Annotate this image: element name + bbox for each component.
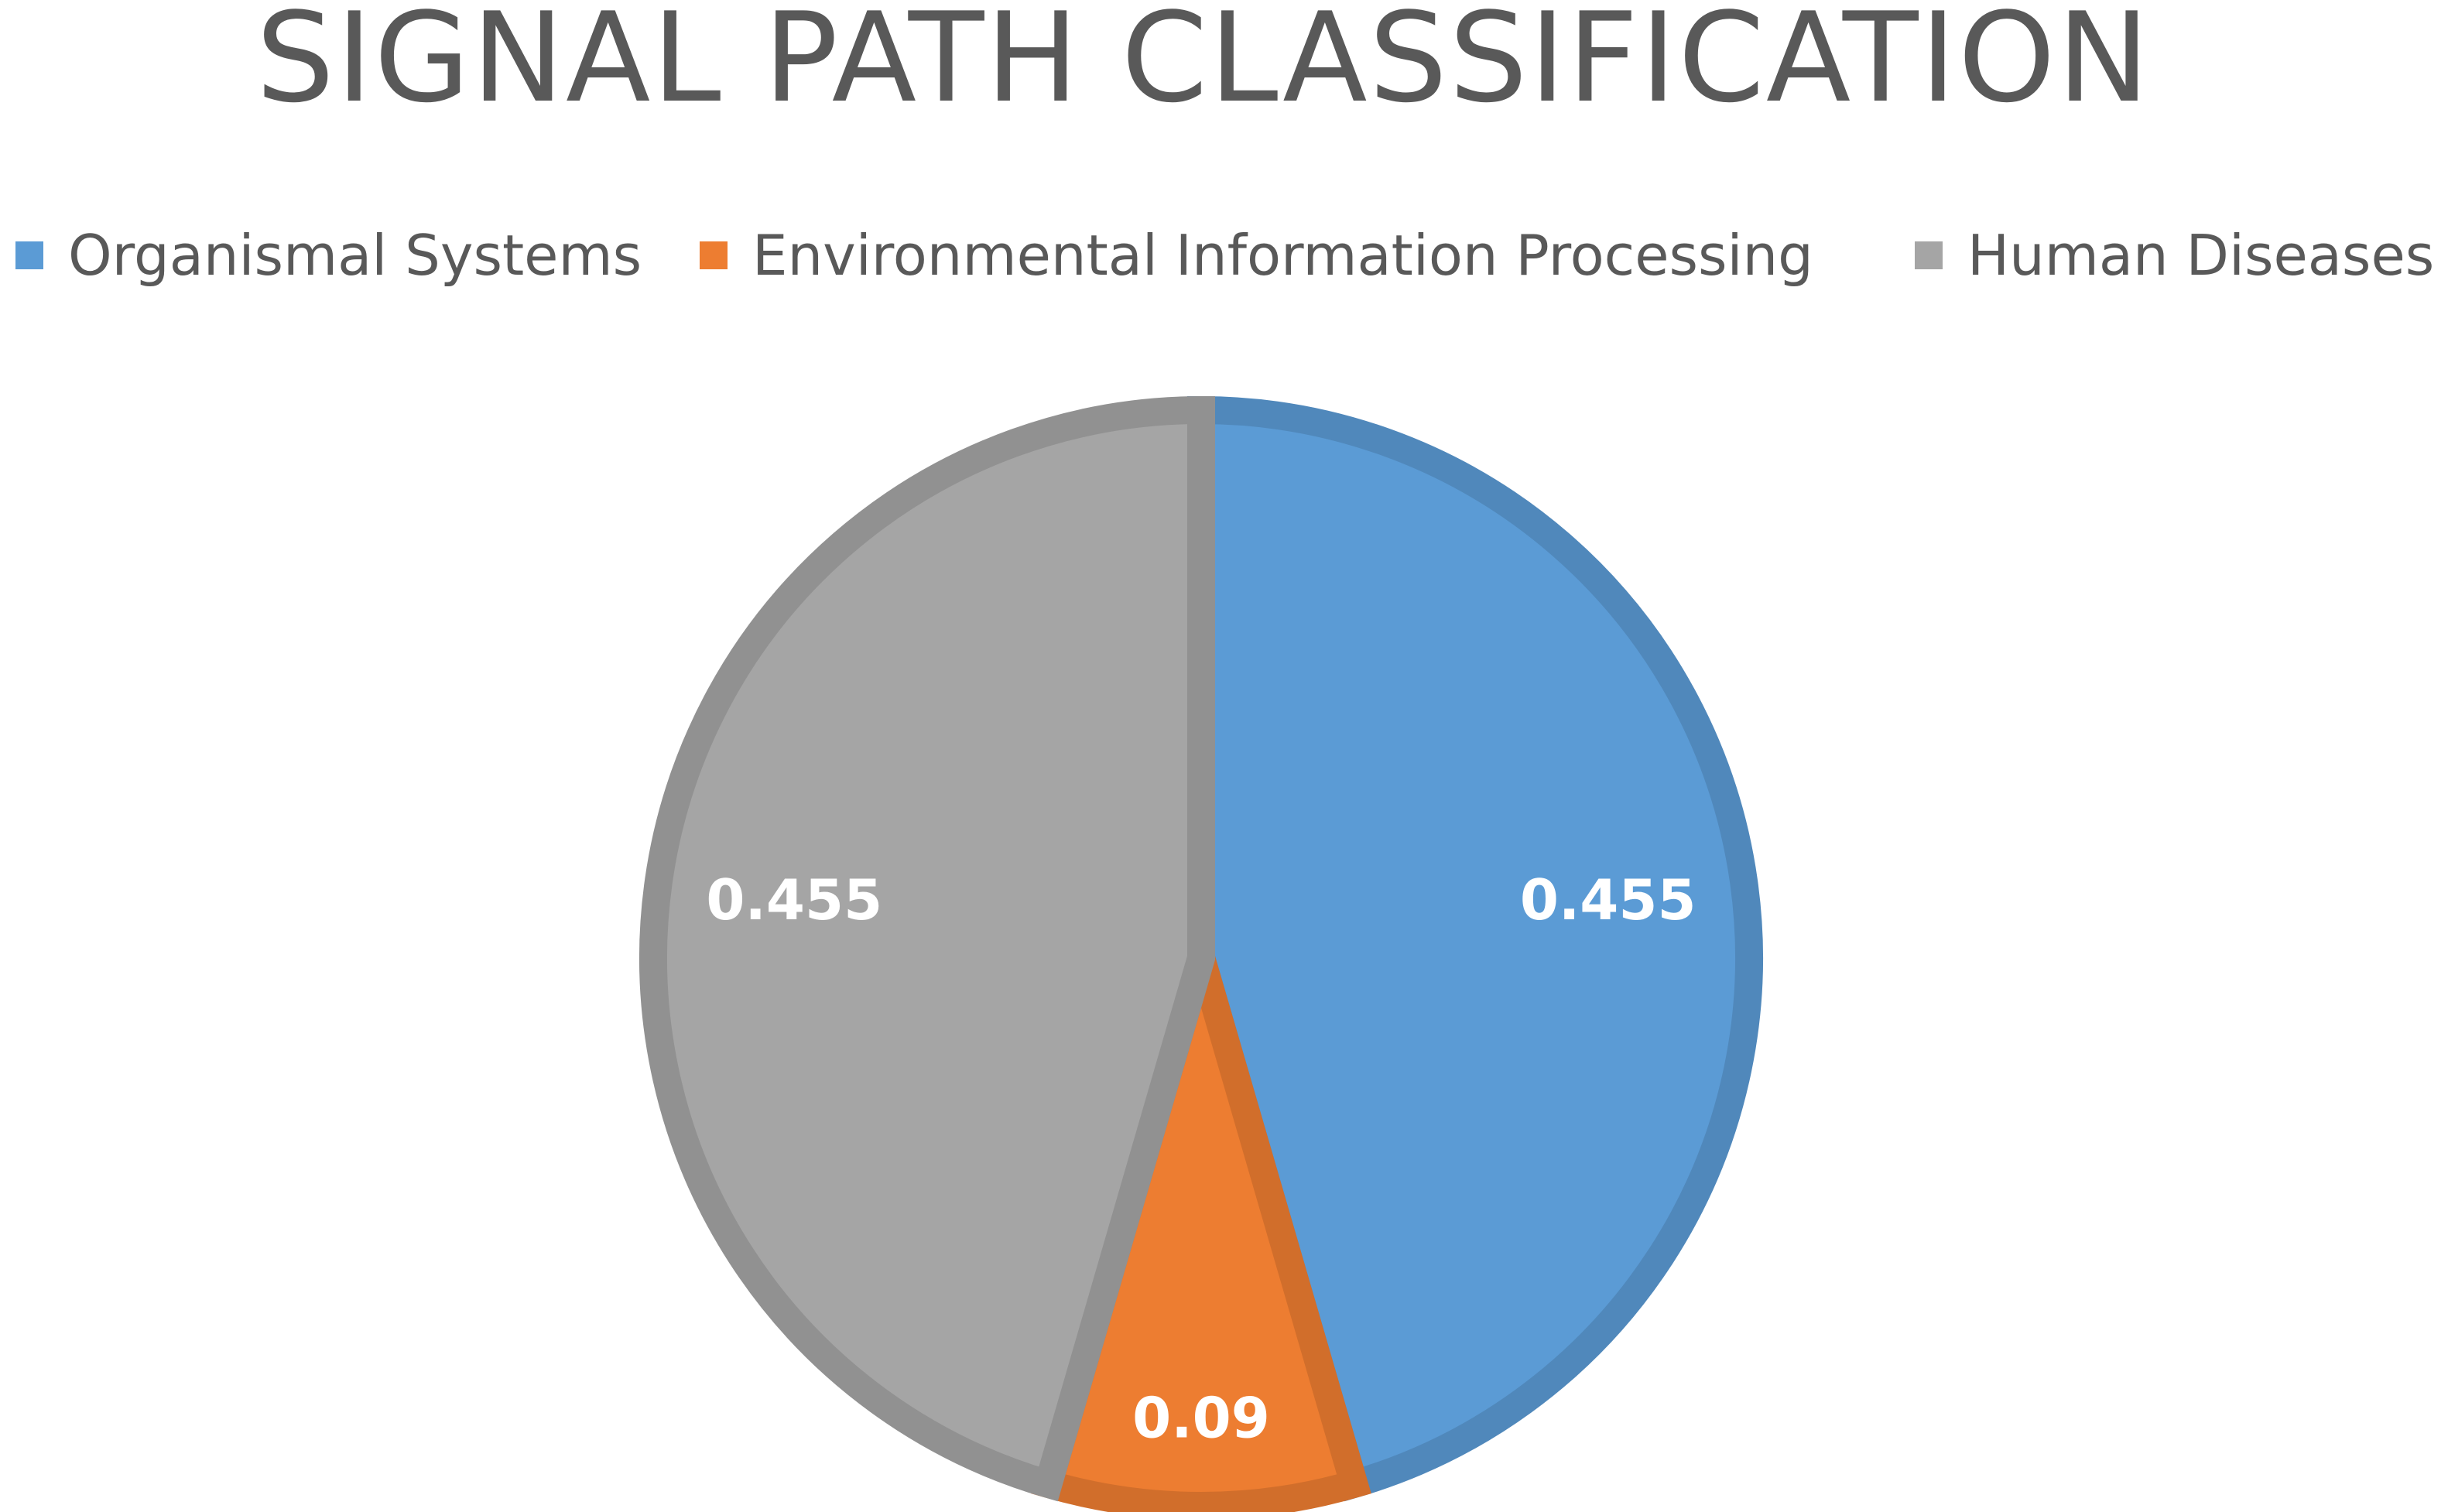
- pie-slice-human-diseases: [639, 395, 1215, 1502]
- pie-slice-organismal-systems: [1187, 395, 1763, 1502]
- pie-slices: [639, 395, 1763, 1512]
- pie-slice-labels: 0.455 0.09 0.455: [706, 867, 1696, 1451]
- chart-title: SIGNAL PATH CLASSIFICATION: [255, 0, 2152, 130]
- pie-slice-environmental-information-processing: [1031, 908, 1371, 1512]
- legend-swatch-environmental-information-processing: [700, 241, 728, 269]
- legend-swatch-human-diseases: [1915, 241, 1943, 269]
- legend-label-human-diseases: Human Diseases: [1967, 223, 2435, 288]
- pie-slice-label-human-diseases: 0.455: [706, 867, 882, 932]
- pie-slice-label-organismal-systems: 0.455: [1520, 867, 1696, 932]
- legend-label-organismal-systems: Organismal Systems: [68, 223, 642, 288]
- pie-slice-label-environmental-information-processing: 0.09: [1132, 1386, 1270, 1451]
- legend-label-environmental-information-processing: Environmental Information Processing: [752, 223, 1813, 288]
- legend-swatch-organismal-systems: [15, 241, 43, 269]
